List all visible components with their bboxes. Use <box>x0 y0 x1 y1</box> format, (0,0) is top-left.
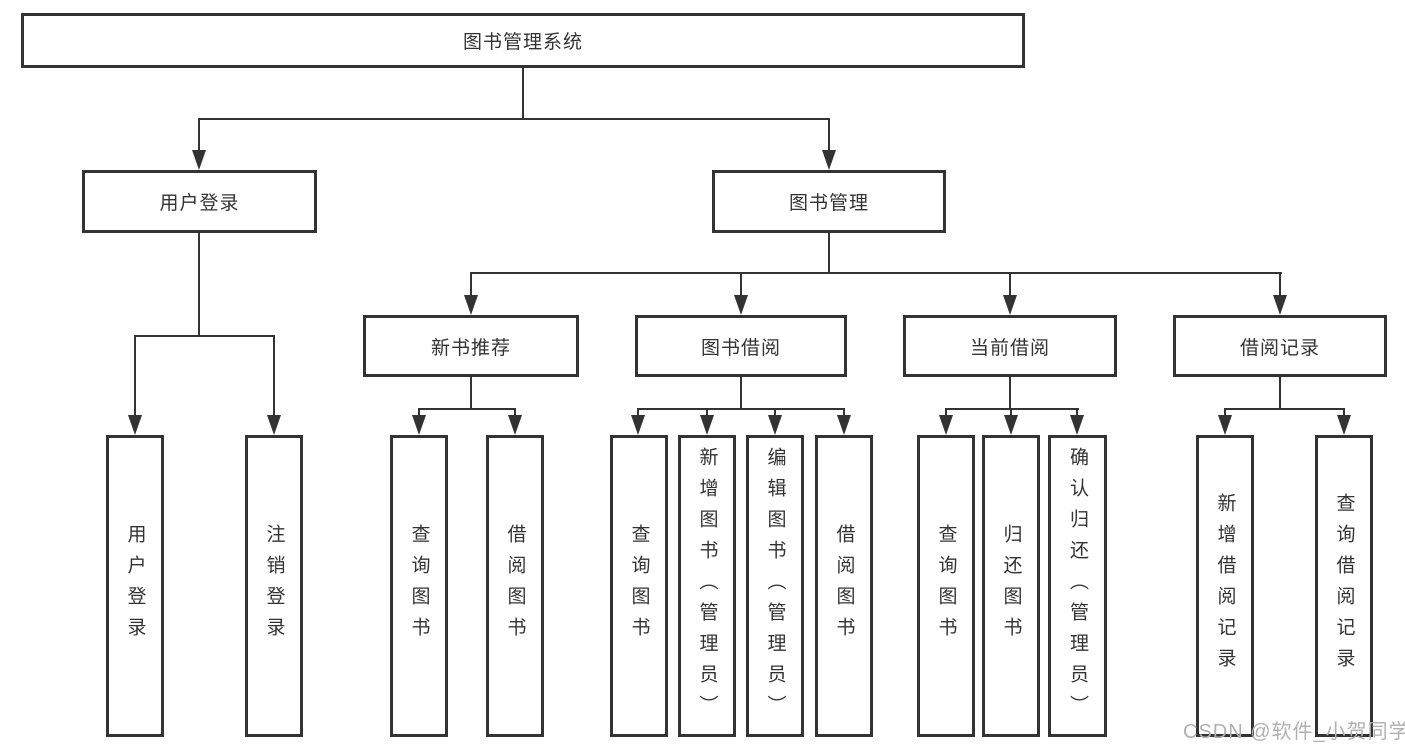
node-current-borrow: 当前借阅 <box>903 315 1117 377</box>
leaf-br-add-record-label: 新增借阅记录 <box>1214 493 1236 679</box>
arrow-to-nb-query-books <box>412 415 426 435</box>
leaf-bb-borrow-books: 借阅图书 <box>815 435 873 737</box>
leaf-cb-confirm-return-label: 确认归还（管理员） <box>1067 446 1088 726</box>
connector-cb-hline <box>945 408 1079 410</box>
csdn-watermark: CSDN @软件_小贺同学 <box>1183 721 1405 743</box>
leaf-nb-query-books: 查询图书 <box>390 435 448 737</box>
connector-br-drop-2 <box>1343 408 1345 418</box>
leaf-cb-return-books-label: 归还图书 <box>1000 524 1022 648</box>
connector-br-stem <box>1279 377 1281 408</box>
connector-nbr-stem <box>470 377 472 408</box>
arrow-to-bb-query-books <box>631 415 645 435</box>
arrow-to-bb-borrow-books <box>837 415 851 435</box>
arrow-to-leaf-user-login <box>128 415 142 435</box>
connector-root-drop-left <box>198 118 200 154</box>
arrow-to-cb-query-books <box>939 415 953 435</box>
node-library-management-system: 图书管理系统 <box>21 13 1025 68</box>
connector-userlogin-stem <box>198 233 200 335</box>
arrow-to-bb-add-books <box>700 415 714 435</box>
arrow-to-user-login <box>192 150 206 170</box>
arrow-to-cb-confirm-return <box>1070 415 1084 435</box>
arrow-to-cb-return-books <box>1004 415 1018 435</box>
leaf-br-query-record: 查询借阅记录 <box>1315 435 1373 737</box>
arrow-to-borrow-records <box>1273 295 1287 315</box>
arrow-to-new-book-recommend <box>464 295 478 315</box>
leaf-logout-label: 注销登录 <box>263 524 285 648</box>
leaf-br-query-record-label: 查询借阅记录 <box>1333 493 1355 679</box>
leaf-cb-return-books: 归还图书 <box>982 435 1040 737</box>
leaf-bb-query-books: 查询图书 <box>610 435 668 737</box>
connector-bookmgmt-drop-3 <box>1009 272 1011 297</box>
leaf-bb-add-books-label: 新增图书（管理员） <box>696 446 718 726</box>
connector-userlogin-drop-right <box>273 335 275 417</box>
connector-userlogin-drop-left <box>134 335 136 417</box>
node-new-book-recommend: 新书推荐 <box>363 315 579 377</box>
connector-bb-drop-1 <box>637 408 639 418</box>
connector-nbr-drop-2 <box>514 408 516 418</box>
arrow-to-current-borrow <box>1003 295 1017 315</box>
leaf-user-login: 用户登录 <box>106 435 164 737</box>
connector-bookmgmt-drop-4 <box>1279 272 1281 297</box>
leaf-bb-add-books: 新增图书（管理员） <box>678 435 736 737</box>
connector-root-stem <box>522 68 524 118</box>
arrow-to-br-query-record <box>1337 415 1351 435</box>
connector-nbr-hline <box>418 408 516 410</box>
connector-br-hline <box>1224 408 1345 410</box>
connector-bb-drop-2 <box>706 408 708 418</box>
connector-bb-drop-3 <box>774 408 776 418</box>
leaf-bb-query-books-label: 查询图书 <box>628 524 650 648</box>
arrow-to-book-borrow <box>734 295 748 315</box>
connector-bb-drop-4 <box>843 408 845 418</box>
leaf-nb-query-books-label: 查询图书 <box>408 524 430 648</box>
connector-userlogin-hline <box>134 335 275 337</box>
connector-cb-drop-3 <box>1076 408 1078 418</box>
node-book-management: 图书管理 <box>712 170 946 233</box>
leaf-cb-query-books: 查询图书 <box>917 435 975 737</box>
leaf-bb-edit-books-label: 编辑图书（管理员） <box>764 446 786 726</box>
leaf-br-add-record: 新增借阅记录 <box>1196 435 1254 737</box>
connector-bb-stem <box>740 377 742 408</box>
leaf-nb-borrow-books: 借阅图书 <box>486 435 544 737</box>
connector-nbr-drop-1 <box>418 408 420 418</box>
leaf-bb-borrow-books-label: 借阅图书 <box>833 524 855 648</box>
node-borrow-records: 借阅记录 <box>1173 315 1387 377</box>
leaf-user-login-label: 用户登录 <box>124 524 146 648</box>
arrow-to-book-management <box>822 150 836 170</box>
connector-cb-drop-2 <box>1010 408 1012 418</box>
connector-bookmgmt-drop-1 <box>470 272 472 297</box>
leaf-bb-edit-books: 编辑图书（管理员） <box>746 435 804 737</box>
connector-bookmgmt-hline <box>470 272 1282 274</box>
leaf-nb-borrow-books-label: 借阅图书 <box>504 524 526 648</box>
node-user-login: 用户登录 <box>82 170 317 233</box>
connector-bookmgmt-drop-2 <box>740 272 742 297</box>
arrow-to-bb-edit-books <box>768 415 782 435</box>
connector-bookmgmt-stem <box>828 233 830 272</box>
connector-bb-hline <box>637 408 845 410</box>
connector-root-drop-right <box>828 118 830 154</box>
arrow-to-br-add-record <box>1218 415 1232 435</box>
leaf-cb-confirm-return: 确认归还（管理员） <box>1048 435 1107 737</box>
leaf-cb-query-books-label: 查询图书 <box>935 524 957 648</box>
connector-cb-drop-1 <box>945 408 947 418</box>
node-book-borrow: 图书借阅 <box>635 315 847 377</box>
connector-cb-stem <box>1009 377 1011 408</box>
connector-root-hline <box>198 118 830 120</box>
arrow-to-leaf-logout <box>267 415 281 435</box>
connector-br-drop-1 <box>1224 408 1226 418</box>
leaf-logout: 注销登录 <box>245 435 303 737</box>
arrow-to-nb-borrow-books <box>508 415 522 435</box>
